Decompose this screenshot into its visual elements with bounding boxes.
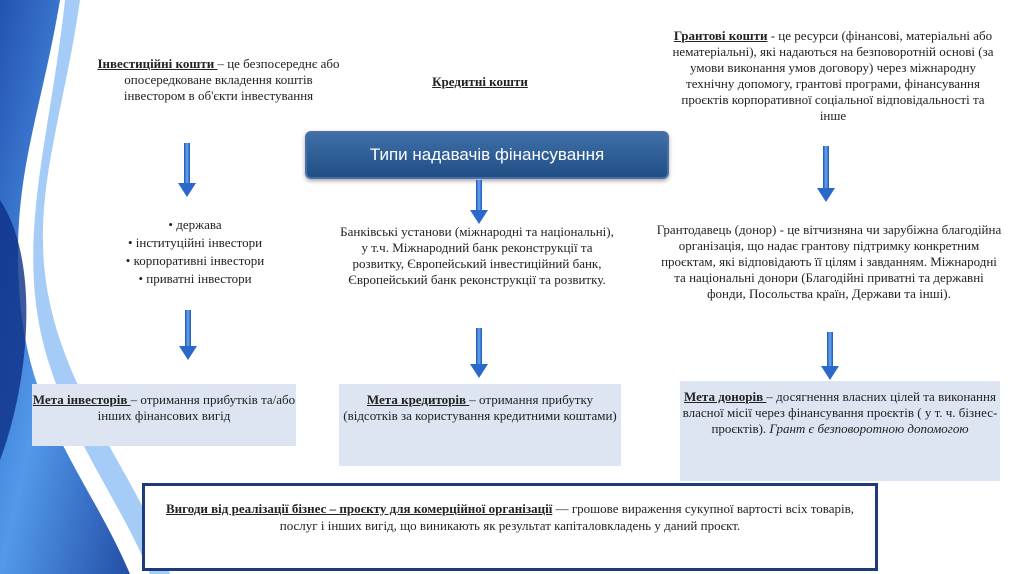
list-item: • держава (115, 216, 275, 234)
grant-note: Грант є безповоротною допомогою (769, 421, 968, 436)
investors-goal-term: Мета інвесторів (33, 392, 131, 407)
donor-description: Грантодавець (донор) - це вітчизняна чи … (654, 222, 1004, 302)
donors-goal-term: Мета донорів (684, 389, 766, 404)
arrow-down-icon (179, 310, 197, 360)
creditors-goal-term: Мета кредиторів (367, 392, 469, 407)
donors-goal-box: Мета донорів – досягнення власних цілей … (680, 381, 1000, 481)
grant-funds-definition: Грантові кошти - це ресурси (фінансові, … (668, 28, 998, 124)
arrow-down-icon (470, 328, 488, 378)
list-item: • приватні інвестори (115, 270, 275, 288)
arrow-down-icon (178, 143, 196, 197)
investors-list: • держава • інституційні інвестори • кор… (115, 216, 275, 288)
investment-funds-term: Інвестиційні кошти (97, 56, 217, 71)
financing-providers-title-box: Типи надавачів фінансування (305, 131, 669, 179)
arrow-down-icon (470, 180, 488, 224)
credit-funds-term: Кредитні кошти (432, 74, 528, 89)
creditors-goal-box: Мета кредиторів – отримання прибутку (ві… (339, 384, 621, 466)
credit-funds-title: Кредитні кошти (390, 74, 570, 90)
investment-funds-definition: Інвестиційні кошти – це безпосереднє або… (96, 56, 341, 104)
list-item: • корпоративні інвестори (115, 252, 275, 270)
arrow-down-icon (817, 146, 835, 202)
investors-goal-box: Мета інвесторів – отримання прибутків та… (32, 384, 296, 446)
grant-funds-term: Грантові кошти (674, 28, 768, 43)
center-title: Типи надавачів фінансування (370, 145, 604, 164)
business-benefits-term: Вигоди від реалізації бізнес – проєкту д… (166, 501, 552, 516)
list-item: • інституційні інвестори (115, 234, 275, 252)
business-benefits-box: Вигоди від реалізації бізнес – проєкту д… (142, 483, 878, 571)
banks-description: Банківські установи (міжнародні та націо… (338, 224, 616, 288)
arrow-down-icon (821, 332, 839, 380)
